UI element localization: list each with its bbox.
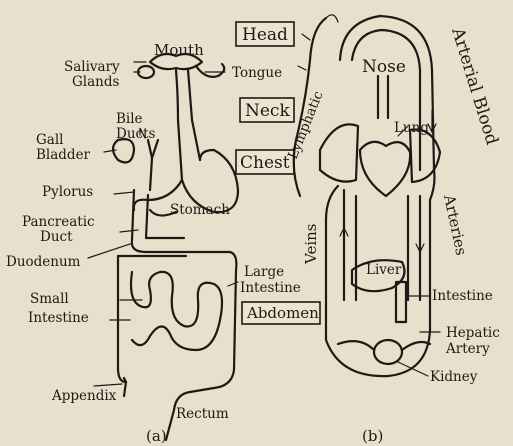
caption-a: (a) [146, 427, 167, 445]
label-kidney: Kidney [430, 369, 478, 385]
intestine-tube [396, 282, 406, 322]
label-liver: Liver [366, 262, 402, 278]
digestive-tract-drawing [88, 54, 238, 440]
label-tongue: Tongue [232, 65, 282, 81]
label-arteries: Arteries [440, 192, 471, 257]
renal-vessels [338, 341, 430, 350]
region-abdomen: Abdomen [246, 304, 319, 322]
kidney-shape [374, 340, 402, 364]
lymphatic-branches [298, 15, 338, 70]
label-large-intestine-1: Large [244, 264, 284, 280]
label-rectum: Rectum [176, 406, 229, 422]
label-intestine: Intestine [432, 288, 493, 304]
label-pancreatic-duct-2: Duct [40, 229, 73, 245]
esophagus-wall [188, 70, 200, 160]
label-duodenum: Duodenum [6, 254, 81, 270]
label-gall-bladder-1: Gall [36, 132, 63, 148]
label-bile-ducts-2: Ducts [116, 126, 156, 142]
region-chest: Chest [240, 153, 290, 173]
label-hepatic-artery-2: Artery [445, 341, 490, 357]
descending-vessels [344, 190, 420, 300]
label-large-intestine-2: Intestine [240, 280, 301, 296]
label-stomach: Stomach [170, 202, 230, 218]
label-salivary-glands-2: Glands [72, 74, 119, 90]
gall-bladder-shape [113, 139, 134, 162]
esophagus [176, 70, 182, 180]
label-nose: Nose [362, 57, 406, 77]
bile-ducts-shape [148, 140, 158, 190]
arterial-arrow [428, 110, 436, 132]
label-bile-ducts-1: Bile [116, 111, 143, 127]
caption-b: (b) [362, 427, 383, 445]
region-head: Head [242, 25, 288, 45]
label-hepatic-artery-1: Hepatic [446, 325, 500, 341]
label-small-intestine-2: Intestine [28, 310, 89, 326]
region-neck: Neck [245, 101, 290, 121]
label-gall-bladder-2: Bladder [36, 147, 91, 163]
label-arterial-blood: Arterial Blood [447, 25, 502, 148]
label-small-intestine-1: Small [30, 291, 69, 307]
artery-arrow [416, 230, 424, 252]
ascending-colon [118, 256, 126, 382]
small-intestine-coils [131, 272, 222, 350]
label-veins: Veins [302, 224, 320, 266]
label-appendix: Appendix [51, 388, 117, 404]
label-lung: Lung [394, 120, 429, 136]
appendix-shape [124, 382, 126, 396]
vein-arrow [340, 228, 348, 250]
label-salivary-glands-1: Salivary [64, 59, 120, 75]
label-pylorus: Pylorus [42, 184, 93, 200]
label-mouth: Mouth [154, 41, 204, 59]
left-lung [320, 124, 358, 181]
label-pancreatic-duct-1: Pancreatic [22, 214, 95, 230]
nose-passage [378, 76, 388, 118]
tongue-shape [196, 64, 224, 77]
heart [360, 142, 410, 196]
